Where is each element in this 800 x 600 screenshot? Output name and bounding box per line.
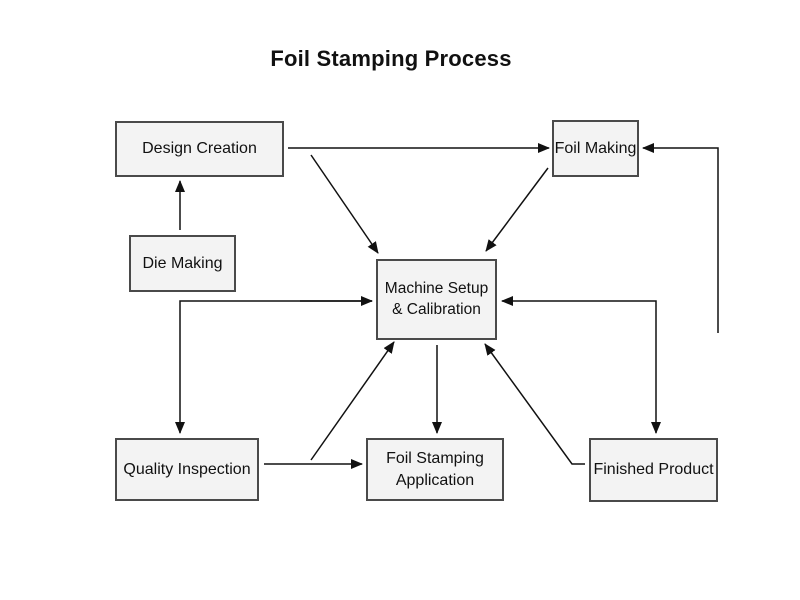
node-machine-setup-calibration: Machine Setup & Calibration [376,259,497,340]
arrow-quality-diagonal-to-machine [310,341,395,461]
arrow-machine-to-finished [560,300,661,434]
node-foil-stamping-application: Foil Stamping Application [366,438,504,501]
arrow-foil-to-machine [485,167,549,252]
diagram-title: Foil Stamping Process [270,46,512,71]
node-label: Finished Product [593,461,714,479]
node-label: Machine Setup & Calibration [384,279,489,318]
node-foil-making: Foil Making [552,120,639,177]
arrow-design-to-machine [310,154,379,254]
node-finished-product: Finished Product [589,438,718,502]
arrow-finished-to-machine [484,343,585,465]
node-label: Design Creation [142,140,257,158]
arrow-finished-to-foil [642,143,719,333]
node-label: Die Making [142,254,223,272]
node-die-making: Die Making [129,235,236,292]
node-label: Quality Inspection [123,460,251,478]
node-quality-inspection: Quality Inspection [115,438,259,501]
node-label: Foil Making [554,139,637,157]
node-label: Foil Stamping Application [386,449,484,489]
node-design-creation: Design Creation [115,121,284,177]
